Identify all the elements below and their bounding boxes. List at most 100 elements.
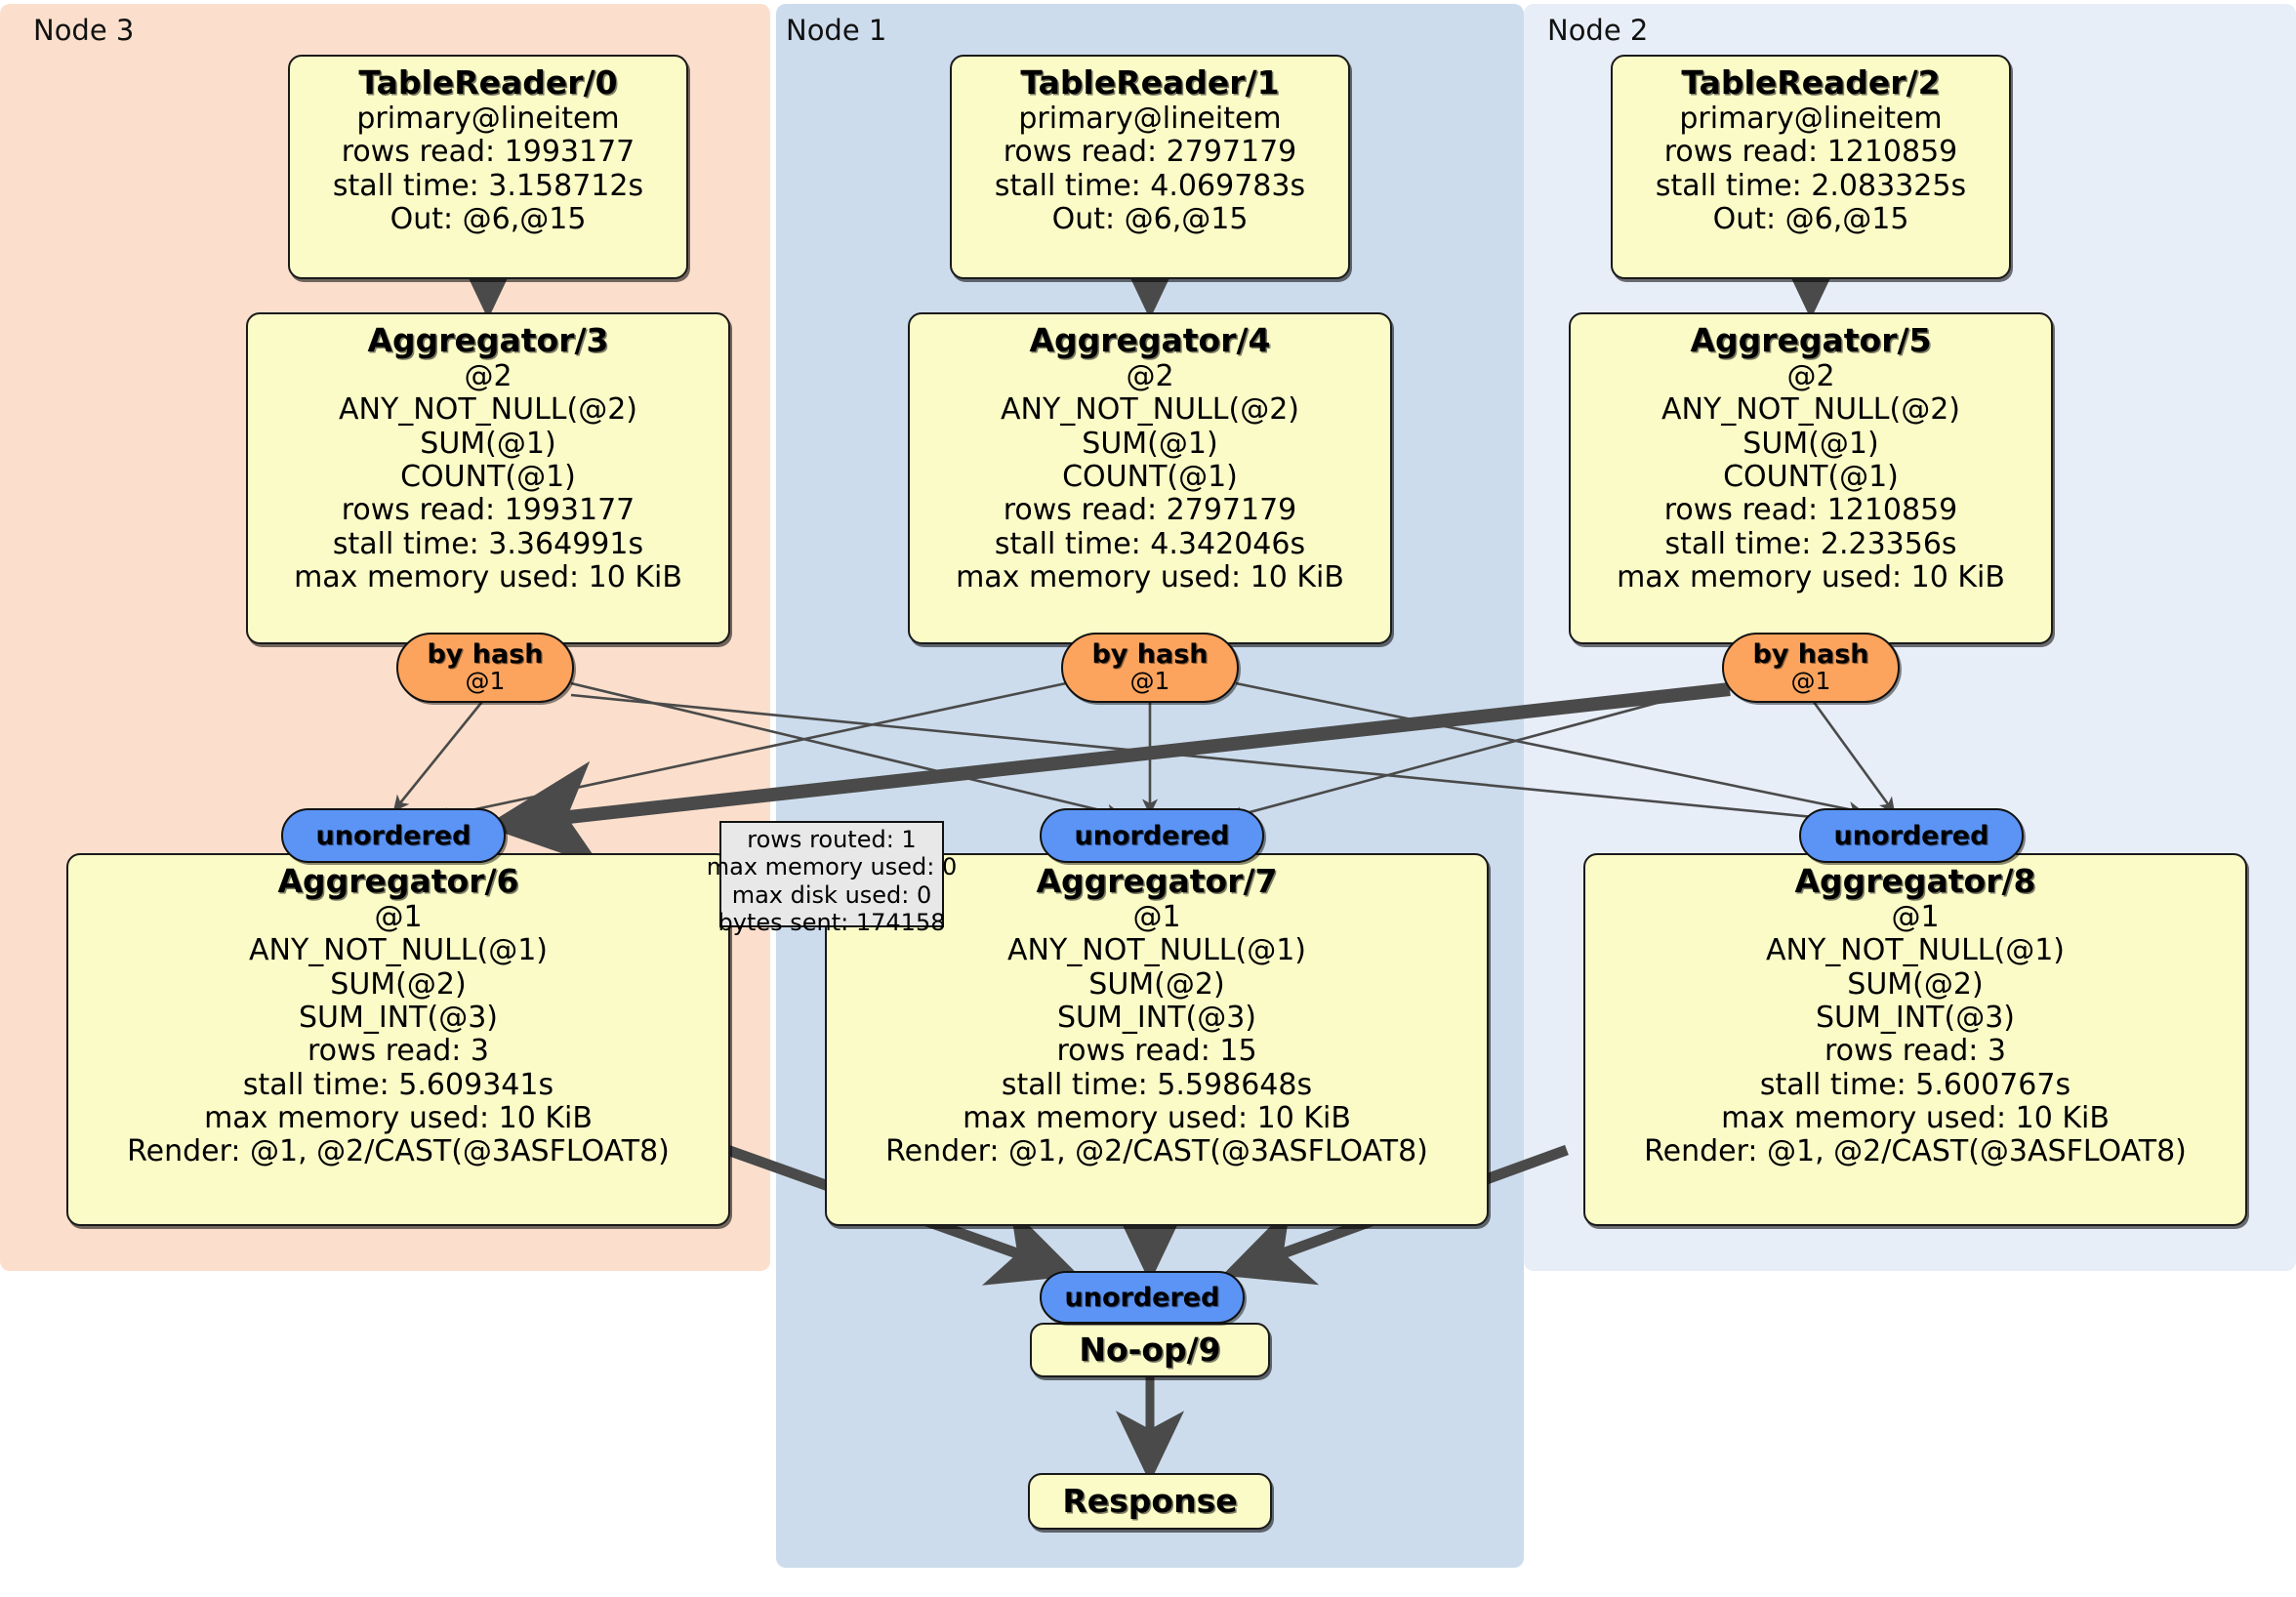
node-line: max memory used: 10 KiB [1617,560,2005,594]
node-line: ANY_NOT_NULL(@2) [1661,392,1960,428]
node-line: max memory used: 10 KiB [956,560,1344,594]
node-line: ANY_NOT_NULL(@1) [249,933,548,968]
node-line: COUNT(@1) [1723,459,1899,494]
badge-by-hash-node1[interactable]: by hash @1 [1061,633,1239,703]
node-no-op-9[interactable]: No-op/9 [1030,1323,1270,1377]
node-line: max memory used: 10 KiB [1721,1101,2110,1135]
node-aggregator-6[interactable]: Aggregator/6 @1 ANY_NOT_NULL(@1) SUM(@2)… [66,853,730,1226]
node-line: rows read: 1210859 [1663,135,1958,170]
node-line: max memory used: 10 KiB [963,1101,1351,1135]
node-line: rows read: 2797179 [1003,493,1297,528]
node-line: Render: @1, @2/CAST(@3ASFLOAT8) [127,1134,670,1169]
badge-label: by hash [1752,638,1869,670]
node-line: stall time: 2.23356s [1664,526,1957,561]
node-line: stall time: 4.342046s [994,526,1306,561]
node-title: Aggregator/5 [1690,321,1932,359]
tooltip-line: bytes sent: 174158 [718,908,946,936]
node-line: stall time: 5.598648s [1001,1067,1313,1102]
node-line: rows read: 3 [1824,1034,2007,1069]
node-line: rows read: 1993177 [341,493,636,528]
edge-stats-tooltip: rows routed: 1 max memory used: 0 max di… [707,821,957,936]
badge-unordered-node1[interactable]: unordered [1040,808,1264,863]
node-title: TableReader/2 [1681,63,1941,102]
badge-label: by hash [1091,638,1209,670]
cluster-label-node3: Node 3 [33,14,135,47]
node-line: stall time: 5.600767s [1759,1067,2071,1102]
badge-sublabel: @1 [1129,666,1170,695]
node-response[interactable]: Response [1028,1473,1272,1530]
cluster-label-node1: Node 1 [786,14,887,47]
node-line: ANY_NOT_NULL(@2) [1001,392,1299,428]
badge-sublabel: @1 [465,666,506,695]
node-line: @1 [374,899,423,934]
node-line: max memory used: 10 KiB [294,560,682,594]
node-line: SUM(@1) [420,426,556,461]
badge-sublabel: @1 [1790,666,1831,695]
node-title: TableReader/0 [358,63,618,102]
node-title: Aggregator/4 [1029,321,1271,359]
node-line: Out: @6,@15 [1051,201,1249,236]
node-line: COUNT(@1) [1062,459,1238,494]
node-line: @1 [1891,899,1940,934]
node-line: Out: @6,@15 [1712,201,1909,236]
node-line: @2 [1126,358,1174,393]
node-line: ANY_NOT_NULL(@1) [1007,933,1306,968]
node-line: SUM(@2) [1088,966,1225,1002]
node-line: SUM(@1) [1082,426,1218,461]
node-title: Aggregator/8 [1794,862,2036,900]
node-line: rows read: 1210859 [1663,493,1958,528]
badge-unordered-node3[interactable]: unordered [281,808,506,863]
tooltip-line: max memory used: 0 [706,853,958,881]
node-line: SUM(@1) [1742,426,1879,461]
node-line: stall time: 2.083325s [1655,168,1967,203]
node-title: No-op/9 [1079,1330,1221,1369]
node-line: Out: @6,@15 [390,201,587,236]
badge-unordered-node2[interactable]: unordered [1799,808,2024,863]
node-line: max memory used: 10 KiB [204,1101,593,1135]
node-tablereader-1[interactable]: TableReader/1 primary@lineitem rows read… [950,55,1350,279]
node-line: @2 [464,358,512,393]
node-line: stall time: 3.158712s [332,168,644,203]
badge-label: unordered [1064,1282,1220,1313]
badge-label: by hash [427,638,544,670]
node-aggregator-4[interactable]: Aggregator/4 @2 ANY_NOT_NULL(@2) SUM(@1)… [908,312,1392,644]
badge-unordered-final[interactable]: unordered [1040,1271,1245,1324]
node-line: ANY_NOT_NULL(@2) [339,392,637,428]
node-line: COUNT(@1) [400,459,576,494]
node-line: rows read: 1993177 [341,135,636,170]
node-line: @2 [1786,358,1835,393]
node-line: primary@lineitem [356,101,620,136]
node-line: stall time: 3.364991s [332,526,644,561]
node-title: Aggregator/6 [277,862,519,900]
node-aggregator-3[interactable]: Aggregator/3 @2 ANY_NOT_NULL(@2) SUM(@1)… [246,312,730,644]
node-tablereader-2[interactable]: TableReader/2 primary@lineitem rows read… [1611,55,2011,279]
node-line: Render: @1, @2/CAST(@3ASFLOAT8) [885,1134,1428,1169]
node-line: @1 [1132,899,1181,934]
node-line: stall time: 4.069783s [994,168,1306,203]
node-aggregator-8[interactable]: Aggregator/8 @1 ANY_NOT_NULL(@1) SUM(@2)… [1583,853,2247,1226]
node-line: primary@lineitem [1679,101,1943,136]
node-line: rows read: 2797179 [1003,135,1297,170]
node-line: SUM(@2) [1847,966,1984,1002]
node-line: rows read: 15 [1056,1034,1257,1069]
node-line: rows read: 3 [307,1034,490,1069]
node-tablereader-0[interactable]: TableReader/0 primary@lineitem rows read… [288,55,688,279]
node-title: TableReader/1 [1020,63,1280,102]
badge-label: unordered [1074,820,1230,851]
node-line: SUM_INT(@3) [1057,1000,1256,1035]
node-title: Aggregator/3 [367,321,609,359]
tooltip-line: rows routed: 1 [747,826,917,853]
node-title: Response [1062,1481,1238,1520]
cluster-label-node2: Node 2 [1547,14,1649,47]
node-line: SUM_INT(@3) [299,1000,498,1035]
node-line: primary@lineitem [1018,101,1282,136]
node-line: stall time: 5.609341s [242,1067,554,1102]
node-aggregator-5[interactable]: Aggregator/5 @2 ANY_NOT_NULL(@2) SUM(@1)… [1569,312,2053,644]
badge-by-hash-node3[interactable]: by hash @1 [396,633,574,703]
node-line: SUM(@2) [330,966,467,1002]
badge-by-hash-node2[interactable]: by hash @1 [1722,633,1900,703]
node-line: ANY_NOT_NULL(@1) [1766,933,2065,968]
badge-label: unordered [315,820,472,851]
node-title: Aggregator/7 [1036,862,1278,900]
